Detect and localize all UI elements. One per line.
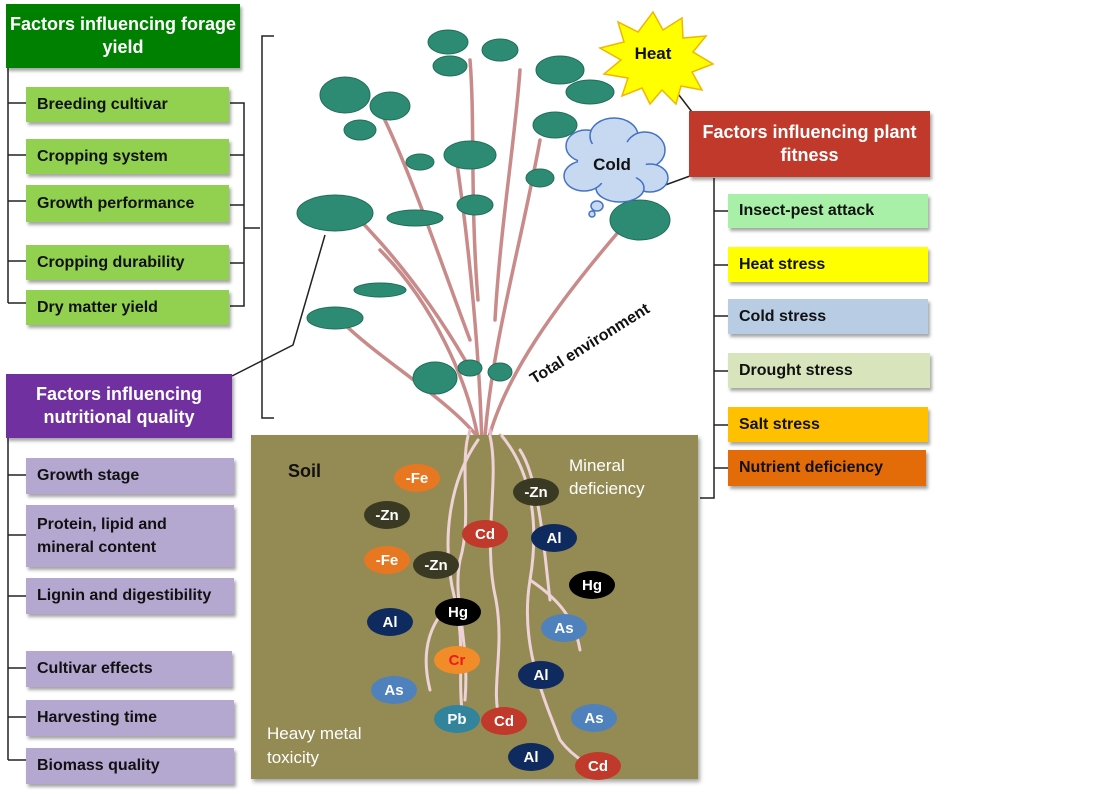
forage-item-cropping-durability: Cropping durability: [26, 245, 229, 280]
fitness-item-insect-pest: Insect-pest attack: [728, 194, 928, 228]
soil-label: Soil: [288, 461, 322, 481]
fitness-item-cold-stress: Cold stress: [728, 299, 928, 334]
ion-al: Al: [518, 661, 564, 689]
fitness-title: Factors influencing plant fitness: [702, 121, 917, 165]
ion-hg: Hg: [435, 598, 481, 626]
ion-pb: Pb: [434, 705, 480, 733]
nutrition-item-biomass-quality: Biomass quality: [26, 748, 234, 784]
heavy-metal-toxicity-label: Heavy metal toxicity: [267, 724, 362, 767]
forage-item-growth-performance: Growth performance: [26, 185, 229, 222]
nutrition-item-harvesting-time: Harvesting time: [26, 700, 234, 736]
ion-zn: -Zn: [513, 478, 559, 506]
ion-al: Al: [508, 743, 554, 771]
forage-item-cropping-system: Cropping system: [26, 139, 229, 174]
forage-item-dry-matter-yield: Dry matter yield: [26, 290, 229, 325]
fitness-item-nutrient-deficiency: Nutrient deficiency: [728, 450, 926, 486]
ion-zn: -Zn: [364, 501, 410, 529]
forage-title: Factors influencing forage yield: [9, 13, 237, 57]
fitness-item-drought-stress: Drought stress: [728, 353, 930, 388]
fitness-header: Factors influencing plant fitness: [689, 111, 930, 177]
ion-cd: Cd: [575, 752, 621, 780]
nutrition-item-cultivar-effects: Cultivar effects: [26, 651, 232, 687]
nutrition-header: Factors influencing nutritional quality: [6, 374, 232, 438]
ion-cd: Cd: [481, 707, 527, 735]
heat-label: Heat: [634, 44, 672, 63]
ion-as: As: [371, 676, 417, 704]
mineral-deficiency-label: Mineral deficiency: [569, 456, 645, 498]
ion-al: Al: [531, 524, 577, 552]
fitness-item-salt-stress: Salt stress: [728, 407, 928, 442]
ion-fe: -Fe: [364, 546, 410, 574]
fitness-item-heat-stress: Heat stress: [728, 247, 928, 282]
ion-as: As: [541, 614, 587, 642]
ion-fe: -Fe: [394, 464, 440, 492]
forage-header: Factors influencing forage yield: [6, 4, 240, 68]
ion-zn: -Zn: [413, 551, 459, 579]
nutrition-item-growth-stage: Growth stage: [26, 458, 234, 494]
forage-item-breeding-cultivar: Breeding cultivar: [26, 87, 229, 122]
nutrition-item-lignin: Lignin and digestibility: [26, 578, 234, 614]
cold-label: Cold: [593, 155, 631, 174]
ion-cr: Cr: [434, 646, 480, 674]
ion-as: As: [571, 704, 617, 732]
ion-cd: Cd: [462, 520, 508, 548]
nutrition-item-protein: Protein, lipid and mineral content: [26, 505, 234, 567]
ion-al: Al: [367, 608, 413, 636]
ion-hg: Hg: [569, 571, 615, 599]
nutrition-title: Factors influencing nutritional quality: [35, 383, 203, 427]
